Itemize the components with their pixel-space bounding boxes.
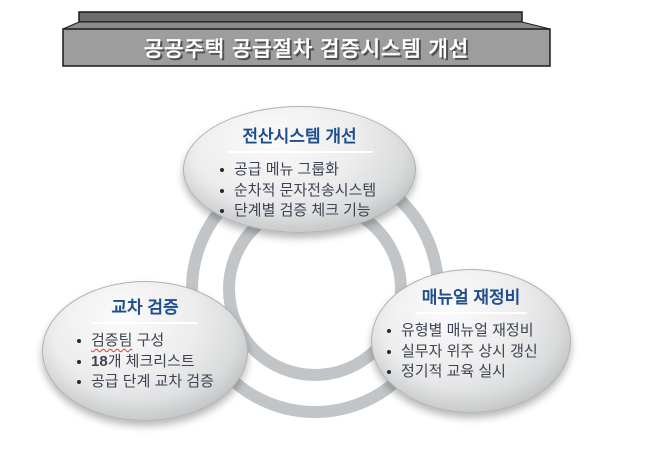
- list-item-text: 구성: [132, 332, 165, 349]
- list-item: 유형별 매뉴얼 재정비: [384, 321, 570, 342]
- title-banner-shape: [62, 11, 551, 67]
- node-cross-verification-list: 검증팀 구성 18개 체크리스트 공급 단계 교차 검증: [74, 331, 247, 393]
- title-underline: [226, 151, 373, 153]
- slide-title: 공공주택 공급절차 검증시스템 개선: [143, 37, 470, 61]
- title-underline: [92, 322, 198, 324]
- list-item: 순차적 문자전송시스템: [217, 181, 415, 202]
- list-item: 공급 단계 교차 검증: [74, 372, 247, 393]
- node-manual-reorganization: 매뉴얼 재정비 유형별 매뉴얼 재정비 실무자 위주 상시 갱신 정기적 교육 …: [371, 269, 571, 413]
- node-system-improvement-list: 공급 메뉴 그룹화 순차적 문자전송시스템 단계별 검증 체크 기능: [217, 160, 415, 222]
- list-item: 18개 체크리스트: [74, 352, 247, 373]
- banner-back-face: [78, 11, 523, 23]
- node-system-improvement-title: 전산시스템 개선: [242, 127, 357, 146]
- node-manual-reorganization-list: 유형별 매뉴얼 재정비 실무자 위주 상시 갱신 정기적 교육 실시: [384, 321, 570, 383]
- list-item: 공급 메뉴 그룹화: [217, 160, 415, 181]
- node-manual-reorganization-title: 매뉴얼 재정비: [421, 288, 521, 307]
- list-item: 단계별 검증 체크 기능: [217, 201, 415, 222]
- list-item: 검증팀 구성: [74, 331, 247, 352]
- list-item: 정기적 교육 실시: [384, 362, 570, 383]
- node-system-improvement: 전산시스템 개선 공급 메뉴 그룹화 순차적 문자전송시스템 단계별 검증 체크…: [183, 106, 416, 233]
- list-item-text: 개 체크리스트: [107, 352, 195, 370]
- title-underline: [415, 312, 527, 314]
- banner-front-face: [62, 28, 551, 67]
- node-cross-verification: 교차 검증 검증팀 구성 18개 체크리스트 공급 단계 교차 검증: [42, 281, 248, 421]
- count-value: 18: [91, 352, 108, 370]
- banner-top-face: [62, 21, 551, 30]
- spellcheck-word: 검증팀: [91, 332, 133, 349]
- node-cross-verification-title: 교차 검증: [111, 298, 179, 317]
- list-item: 실무자 위주 상시 갱신: [384, 342, 570, 363]
